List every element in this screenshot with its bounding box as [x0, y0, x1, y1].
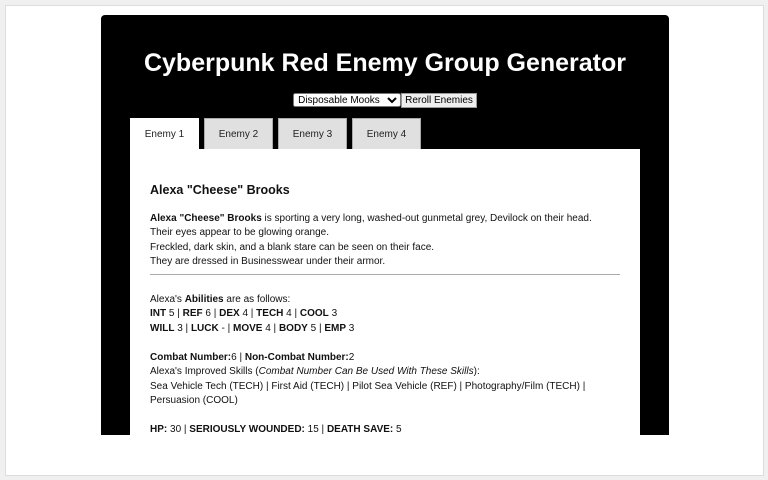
- stat-cool-label: COOL: [299, 308, 329, 319]
- stat-emp-value: 3: [346, 322, 355, 334]
- enemy-name-inline: Alexa "Cheese" Brooks: [150, 212, 262, 224]
- page-title: Cyberpunk Red Enemy Group Generator: [143, 49, 627, 77]
- stat-body-value: 5: [307, 322, 317, 334]
- tab-enemy-1[interactable]: Enemy 1: [130, 118, 199, 150]
- enemy-tabs: Enemy 1 Enemy 2 Enemy 3 Enemy 4: [130, 118, 421, 150]
- stat-dex-value: 4: [239, 308, 249, 319]
- stat-body-label: BODY: [278, 322, 308, 334]
- app-container: Cyberpunk Red Enemy Group Generator Disp…: [101, 15, 669, 435]
- abilities-heading: Alexa's Abilities are as follows:: [150, 293, 291, 305]
- stat-luck-value: -: [218, 322, 225, 334]
- desc-eyes: Their eyes appear to be glowing orange.: [150, 227, 330, 238]
- reroll-enemies-button[interactable]: Reroll Enemies: [401, 93, 477, 108]
- stat-cool-value: 3: [328, 308, 338, 319]
- tab-enemy-4[interactable]: Enemy 4: [352, 118, 421, 150]
- stat-dex-label: DEX: [219, 308, 240, 319]
- stat-will-value: 3: [174, 322, 183, 334]
- desc-face: Freckled, dark skin, and a blank stare c…: [150, 241, 435, 253]
- stat-tech-label: TECH: [256, 308, 284, 319]
- stat-move-label: MOVE: [232, 322, 263, 334]
- page-frame: Cyberpunk Red Enemy Group Generator Disp…: [5, 5, 764, 476]
- controls: Disposable MooksReroll Enemies: [101, 93, 669, 108]
- health-stats: HP: 30 | SERIOUSLY WOUNDED: 15 | DEATH S…: [150, 424, 402, 435]
- enemy-panel: Alexa "Cheese" Brooks Alexa "Cheese" Bro…: [130, 149, 640, 435]
- enemy-group-select[interactable]: Disposable Mooks: [293, 93, 402, 107]
- skills-heading: Alexa's Improved Skills (Combat Number C…: [150, 366, 480, 377]
- tab-enemy-3[interactable]: Enemy 3: [278, 118, 347, 150]
- stat-will-label: WILL: [150, 322, 175, 334]
- combat-numbers: Combat Number:6 | Non-Combat Number:2: [150, 351, 355, 363]
- divider: [150, 273, 620, 275]
- stat-ref-label: REF: [182, 308, 203, 319]
- stat-move-value: 4: [262, 322, 271, 334]
- stat-emp-label: EMP: [324, 322, 347, 334]
- stats-row-1: INT 5 | REF 6 | DEX 4 | TECH 4 | COOL 3: [150, 308, 338, 319]
- stats-row-2: WILL 3 | LUCK - | MOVE 4 | BODY 5 | EMP …: [150, 322, 355, 334]
- skills-list: Sea Vehicle Tech (TECH) | First Aid (TEC…: [150, 380, 586, 407]
- enemy-name: Alexa "Cheese" Brooks: [150, 183, 290, 197]
- stat-luck-label: LUCK: [190, 322, 219, 334]
- stat-tech-value: 4: [283, 308, 292, 319]
- desc-hair: is sporting a very long, washed-out gunm…: [261, 212, 592, 224]
- stat-int-value: 5: [166, 308, 175, 319]
- enemy-description: Alexa "Cheese" Brooks is sporting a very…: [150, 212, 620, 227]
- stat-int-label: INT: [150, 308, 167, 319]
- stat-ref-value: 6: [202, 308, 211, 319]
- desc-clothing: They are dressed in Businesswear under t…: [150, 256, 386, 267]
- tab-enemy-2[interactable]: Enemy 2: [204, 118, 273, 150]
